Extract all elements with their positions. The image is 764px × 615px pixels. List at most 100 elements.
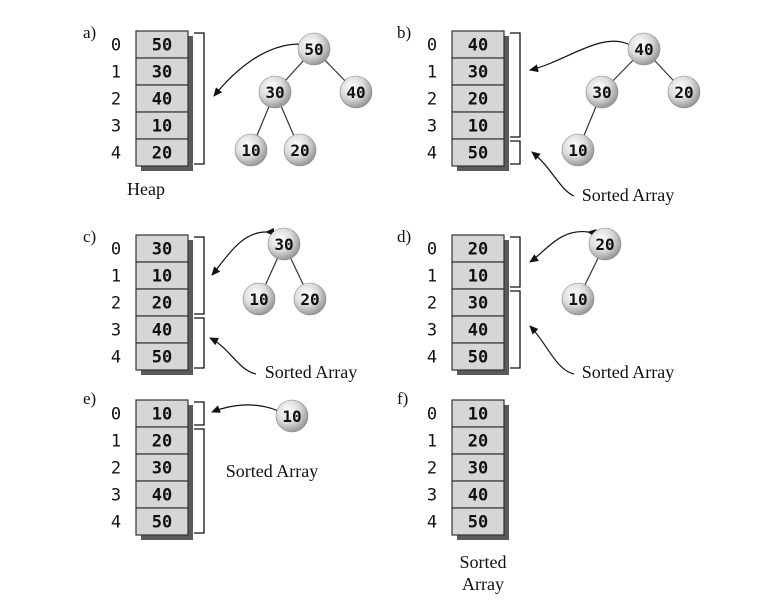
array-cell — [135, 30, 189, 59]
array-cell-value: 30 — [468, 459, 488, 479]
array-cell-value: 40 — [152, 90, 172, 110]
array-index: 4 — [427, 348, 437, 368]
array-index: 0 — [427, 36, 437, 56]
bracket — [510, 32, 521, 138]
bracket — [510, 236, 521, 288]
array-cell-value: 40 — [468, 321, 488, 341]
array-cell-value: 30 — [468, 63, 488, 83]
array-index: 2 — [111, 294, 121, 314]
tree-node-value: 30 — [274, 235, 293, 254]
tree-node — [588, 227, 622, 261]
array-cell — [451, 453, 505, 482]
array-cell-value: 30 — [468, 294, 488, 314]
array-cell-value: 10 — [468, 405, 488, 425]
bracket — [194, 428, 205, 534]
array-index: 2 — [111, 90, 121, 110]
tree-node — [242, 282, 276, 316]
array-cell — [135, 315, 189, 344]
array-cell — [451, 507, 505, 536]
bracket — [194, 401, 205, 426]
array-cell — [135, 84, 189, 113]
panel-label: f) — [397, 389, 408, 408]
array-index: 1 — [111, 432, 121, 452]
array-index: 1 — [427, 267, 437, 287]
arrow — [211, 227, 275, 276]
array-index: 4 — [111, 348, 121, 368]
bracket — [194, 317, 205, 369]
bracket — [194, 236, 205, 315]
tree-node-value: 20 — [300, 290, 319, 309]
arrow — [211, 404, 285, 417]
array-cell-value: 50 — [152, 513, 172, 533]
array-index: 3 — [427, 321, 437, 341]
array-index: 0 — [111, 240, 121, 260]
array-index: 4 — [427, 513, 437, 533]
array-cell-value: 30 — [152, 63, 172, 83]
array-cell — [135, 507, 189, 536]
panel-label: e) — [83, 389, 96, 408]
array-cell-value: 40 — [468, 486, 488, 506]
tree-node-value: 10 — [282, 407, 301, 426]
array-cell-value: 20 — [468, 240, 488, 260]
array-cell — [135, 57, 189, 86]
array-cell — [451, 315, 505, 344]
array-cell — [451, 30, 505, 59]
array-index: 0 — [111, 405, 121, 425]
panel-label: b) — [397, 23, 411, 42]
arrow — [209, 337, 257, 375]
array-cell-value: 50 — [152, 348, 172, 368]
tree-node — [258, 75, 292, 109]
tree-node — [267, 227, 301, 261]
tree-node — [561, 133, 595, 167]
array-index: 1 — [111, 63, 121, 83]
caption: Sorted Array — [582, 362, 674, 382]
tree-node-value: 10 — [568, 290, 587, 309]
array-cell-value: 20 — [468, 432, 488, 452]
arrow — [213, 39, 309, 97]
tree-node-value: 50 — [304, 40, 323, 59]
array-cell-value: 50 — [152, 36, 172, 56]
array-cell-value: 10 — [152, 405, 172, 425]
tree-node-value: 30 — [592, 83, 611, 102]
tree-node-value: 40 — [634, 40, 653, 59]
panel-label: a) — [83, 23, 96, 42]
array-cell — [135, 288, 189, 317]
caption: Sorted Array — [582, 185, 674, 205]
bracket — [194, 32, 205, 165]
tree-node — [339, 75, 373, 109]
arrow — [531, 151, 575, 197]
panel-label: d) — [397, 227, 411, 246]
array-cell — [451, 342, 505, 371]
caption: Sorted Array — [265, 362, 357, 382]
bracket — [510, 140, 521, 165]
tree-node-value: 10 — [249, 290, 268, 309]
caption: Array — [462, 574, 504, 594]
array-cell — [451, 138, 505, 167]
tree-node-value: 20 — [290, 141, 309, 160]
tree-node — [283, 133, 317, 167]
tree-node — [293, 282, 327, 316]
caption: Heap — [127, 179, 165, 199]
array-index: 3 — [111, 321, 121, 341]
array-cell — [135, 261, 189, 290]
caption: Sorted Array — [226, 461, 318, 481]
array-index: 3 — [427, 486, 437, 506]
tree-node-value: 10 — [568, 141, 587, 160]
array-cell-value: 30 — [152, 459, 172, 479]
array-cell-value: 20 — [152, 294, 172, 314]
array-cell — [451, 426, 505, 455]
array-cell-value: 50 — [468, 144, 488, 164]
tree-node-value: 20 — [674, 83, 693, 102]
array-index: 1 — [427, 63, 437, 83]
array-cell — [135, 138, 189, 167]
array-cell-value: 50 — [468, 513, 488, 533]
array-cell-value: 50 — [468, 348, 488, 368]
array-cell — [451, 480, 505, 509]
array-cell-value: 40 — [468, 36, 488, 56]
array-index: 3 — [111, 486, 121, 506]
array-cell-value: 20 — [152, 432, 172, 452]
